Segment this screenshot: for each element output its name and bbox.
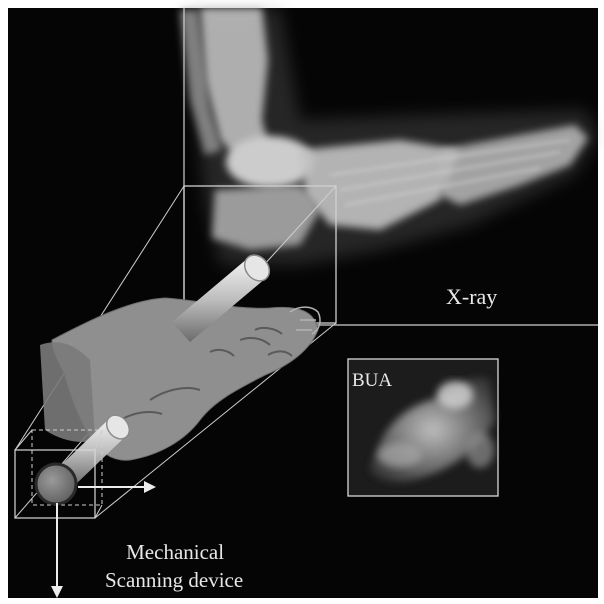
scanner-disc <box>36 464 76 504</box>
bua-texture-4 <box>466 432 494 468</box>
bua-label: BUA <box>352 370 392 392</box>
scanning-device-label-line2: Scanning device <box>105 566 243 594</box>
bua-texture-3 <box>378 443 422 467</box>
scanning-device-label-line1: Mechanical <box>105 538 243 566</box>
background <box>8 8 598 598</box>
scanning-device-label: Mechanical Scanning device <box>105 538 243 594</box>
xray-label: X-ray <box>446 284 497 310</box>
bua-texture-2 <box>437 381 473 409</box>
foot-model-ankle <box>40 342 95 442</box>
